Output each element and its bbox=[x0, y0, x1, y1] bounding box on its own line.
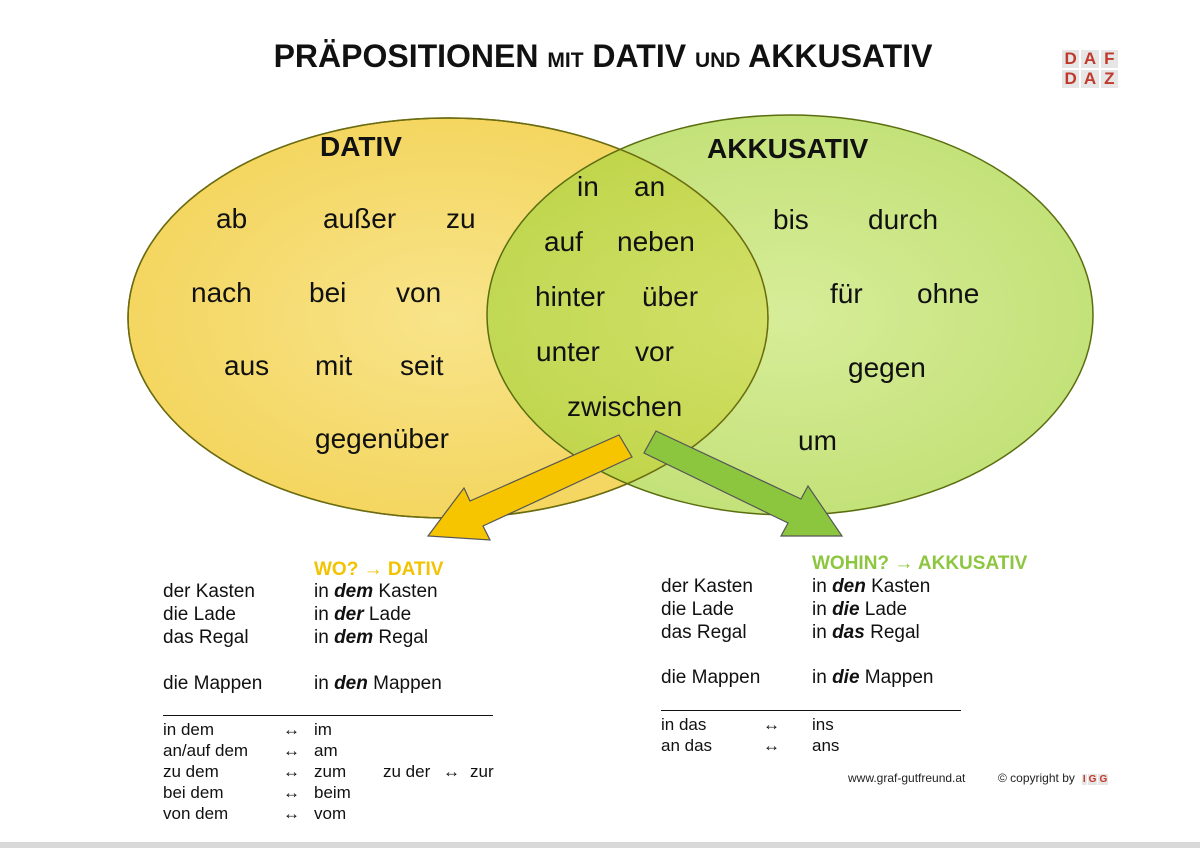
both-preposition: vor bbox=[635, 336, 674, 367]
contraction-short: im bbox=[314, 720, 332, 739]
dativ-phrase: in den Mappen bbox=[314, 673, 442, 694]
akkusativ-preposition: für bbox=[830, 278, 863, 309]
dativ-preposition: nach bbox=[191, 277, 252, 308]
dativ-preposition: seit bbox=[400, 350, 444, 381]
akkusativ-preposition: durch bbox=[868, 204, 939, 235]
dativ-preposition: von bbox=[396, 277, 442, 308]
akkusativ-preposition: ohne bbox=[917, 278, 980, 309]
both-preposition: über bbox=[642, 281, 699, 312]
dativ-phrase: in der Lade bbox=[314, 604, 412, 625]
dativ-preposition: zu bbox=[446, 203, 476, 234]
akkusativ-noun: das Regal bbox=[661, 622, 747, 643]
dativ-noun: das Regal bbox=[163, 627, 249, 648]
contraction-short: zum bbox=[314, 762, 347, 781]
contraction-arrow: ↔ bbox=[443, 762, 460, 781]
contraction-long: an/auf dem bbox=[163, 741, 249, 760]
dativ-preposition: aus bbox=[224, 350, 270, 381]
dativ-preposition: gegenüber bbox=[315, 423, 449, 454]
page-title: PRÄPOSITIONEN MIT DATIV UND AKKUSATIV bbox=[273, 38, 933, 74]
dativ-noun: der Kasten bbox=[163, 581, 255, 602]
dativ-preposition: bei bbox=[309, 277, 347, 308]
contraction-arrow: ↔ bbox=[283, 741, 300, 760]
contraction-arrow: ↔ bbox=[763, 736, 780, 755]
both-preposition: in bbox=[577, 171, 599, 202]
both-preposition: hinter bbox=[535, 281, 606, 312]
akkusativ-noun: der Kasten bbox=[661, 576, 753, 597]
contraction-long: in dem bbox=[163, 720, 215, 739]
footer-url[interactable]: www.graf-gutfreund.at bbox=[848, 771, 966, 785]
both-preposition: auf bbox=[544, 226, 583, 257]
akkusativ-noun: die Lade bbox=[661, 599, 734, 620]
dativ-preposition: außer bbox=[323, 203, 397, 234]
both-preposition: an bbox=[634, 171, 666, 202]
dativ-phrase: in dem Regal bbox=[314, 627, 429, 648]
akkusativ-phrase: in den Kasten bbox=[812, 576, 931, 597]
akkusativ-phrase: in die Mappen bbox=[812, 667, 934, 688]
dativ-phrase: in dem Kasten bbox=[314, 581, 438, 602]
contraction-short: vom bbox=[314, 804, 347, 823]
both-preposition: neben bbox=[617, 226, 695, 257]
contraction-arrow: ↔ bbox=[763, 715, 780, 734]
contraction-short: am bbox=[314, 741, 338, 760]
both-preposition: unter bbox=[536, 336, 600, 367]
akkusativ-preposition: bis bbox=[773, 204, 809, 235]
contraction-long: zu der bbox=[383, 762, 431, 781]
contraction-arrow: ↔ bbox=[283, 804, 300, 823]
akkusativ-preposition: um bbox=[798, 425, 837, 456]
page-bottom-edge bbox=[0, 842, 1200, 848]
contraction-long: von dem bbox=[163, 804, 229, 823]
dativ-preposition: mit bbox=[315, 350, 353, 381]
arrow-to-akkusativ bbox=[643, 430, 844, 537]
akkusativ-phrase: in das Regal bbox=[812, 622, 920, 643]
contraction-long: zu dem bbox=[163, 762, 219, 781]
dativ-noun: die Mappen bbox=[163, 673, 263, 694]
contraction-long: an das bbox=[661, 736, 713, 755]
contraction-short: ins bbox=[812, 715, 834, 734]
both-preposition: zwischen bbox=[567, 391, 683, 422]
dativ-divider bbox=[163, 715, 493, 716]
akkusativ-divider bbox=[661, 710, 961, 711]
contraction-arrow: ↔ bbox=[283, 762, 300, 781]
contraction-long: in das bbox=[661, 715, 707, 734]
akkusativ-heading: AKKUSATIV bbox=[707, 133, 869, 164]
dativ-heading: DATIV bbox=[320, 131, 402, 162]
dativ-noun: die Lade bbox=[163, 604, 236, 625]
dativ-table-header: WO? → DATIV bbox=[314, 559, 444, 580]
akkusativ-preposition: gegen bbox=[848, 352, 926, 383]
contraction-arrow: ↔ bbox=[283, 783, 300, 802]
akkusativ-phrase: in die Lade bbox=[812, 599, 908, 620]
contraction-short: ans bbox=[812, 736, 840, 755]
contraction-long: bei dem bbox=[163, 783, 224, 802]
contraction-arrow: ↔ bbox=[283, 720, 300, 739]
contraction-short: beim bbox=[314, 783, 351, 802]
dativ-preposition: ab bbox=[216, 203, 248, 234]
akkusativ-noun: die Mappen bbox=[661, 667, 761, 688]
contraction-short: zur bbox=[470, 762, 494, 781]
akkusativ-table-header: WOHIN? → AKKUSATIV bbox=[812, 553, 1028, 574]
arrow-to-dativ bbox=[426, 434, 633, 541]
